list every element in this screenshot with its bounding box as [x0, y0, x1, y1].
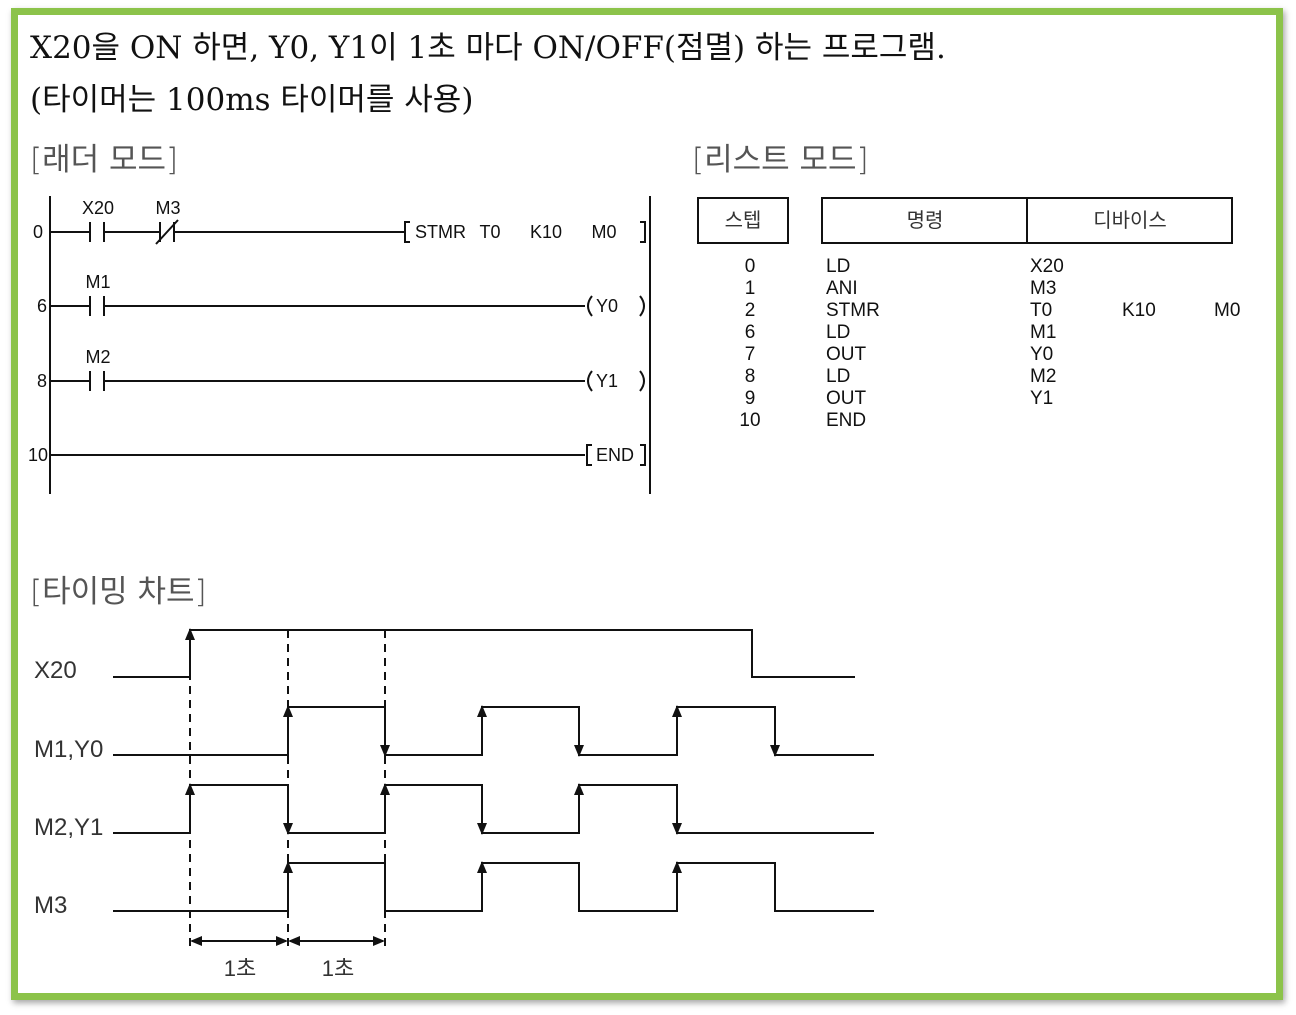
list-row-1-step: 1 [745, 278, 756, 299]
rung-step-10: 10 [28, 445, 48, 465]
timing-section-label: [타이밍 차트] [30, 574, 207, 610]
list-header-device: 디바이스 [1093, 209, 1167, 232]
coil-y1-left [587, 370, 593, 392]
list-row-3-step: 6 [745, 322, 756, 343]
list-row-2-cmd: STMR [826, 300, 880, 321]
end-bracket-left [586, 444, 592, 466]
rung-step-8: 8 [37, 371, 47, 391]
contact-label-m3: M3 [155, 198, 180, 218]
contact-label-x20: X20 [82, 198, 114, 218]
signal-label-m1-y0: M1,Y0 [34, 736, 103, 763]
list-row-7-step: 10 [739, 410, 760, 431]
stmr-bracket-left [404, 221, 410, 243]
list-row-0-cmd: LD [826, 256, 850, 277]
stmr-instruction: STMR [415, 222, 466, 242]
list-row-0-step: 0 [745, 256, 756, 277]
list-row-0-dev: X20 [1030, 256, 1064, 277]
rung-step-6: 6 [37, 296, 47, 316]
list-row-4-cmd: OUT [826, 344, 867, 365]
coil-y1-right [639, 370, 645, 392]
list-row-6-dev: Y1 [1030, 388, 1053, 409]
title-line-2: (타이머는 100ms 타이머를 사용) [30, 82, 474, 118]
waveform-m1-y0 [113, 706, 874, 756]
waveform-m3 [113, 862, 874, 912]
list-row-2-extra1: K10 [1122, 300, 1156, 321]
ladder-section-label: [래더 모드] [30, 142, 179, 178]
list-table-header [697, 197, 1233, 244]
coil-y0-right [639, 295, 645, 317]
contact-m3-nc-slash [155, 219, 179, 245]
list-row-2-step: 2 [745, 300, 756, 321]
list-row-5-step: 8 [745, 366, 756, 387]
contact-label-m2: M2 [85, 347, 110, 367]
coil-label-y1: Y1 [596, 371, 618, 391]
contact-label-m1: M1 [85, 272, 110, 292]
list-row-5-dev: M2 [1030, 366, 1056, 387]
list-row-2-dev: T0 [1030, 300, 1052, 321]
title-line-1: X20을 ON 하면, Y0, Y1이 1초 마다 ON/OFF(점멸) 하는 … [30, 30, 946, 66]
stmr-device: M0 [591, 222, 616, 242]
list-row-6-step: 9 [745, 388, 756, 409]
interval-label-1: 1초 [224, 956, 256, 981]
signal-label-m3: M3 [34, 892, 67, 919]
list-row-4-step: 7 [745, 344, 756, 365]
figure-frame [11, 8, 1283, 1000]
stmr-constant: K10 [530, 222, 562, 242]
stmr-bracket-right [640, 221, 646, 243]
list-header-step: 스텝 [725, 209, 762, 232]
edge-arrowheads [185, 628, 780, 946]
signal-label-x20: X20 [34, 657, 77, 684]
list-row-7-cmd: END [826, 410, 866, 431]
list-row-2-extra2: M0 [1214, 300, 1240, 321]
list-row-1-cmd: ANI [826, 278, 858, 299]
rung-step-0: 0 [33, 222, 43, 242]
list-row-3-cmd: LD [826, 322, 850, 343]
list-row-1-dev: M3 [1030, 278, 1056, 299]
stmr-timer: T0 [479, 222, 500, 242]
coil-y0-left [587, 295, 593, 317]
interval-label-2: 1초 [322, 956, 354, 981]
coil-label-y0: Y0 [596, 296, 618, 316]
list-row-4-dev: Y0 [1030, 344, 1053, 365]
list-header-command: 명령 [907, 209, 944, 232]
list-section-label: [리스트 모드] [692, 142, 869, 178]
waveform-m2-y1 [113, 784, 874, 834]
end-instruction: END [596, 445, 634, 465]
list-row-5-cmd: LD [826, 366, 850, 387]
list-row-6-cmd: OUT [826, 388, 867, 409]
end-bracket-right [640, 444, 646, 466]
list-row-3-dev: M1 [1030, 322, 1056, 343]
signal-label-m2-y1: M2,Y1 [34, 814, 103, 841]
waveform-x20 [113, 629, 855, 678]
